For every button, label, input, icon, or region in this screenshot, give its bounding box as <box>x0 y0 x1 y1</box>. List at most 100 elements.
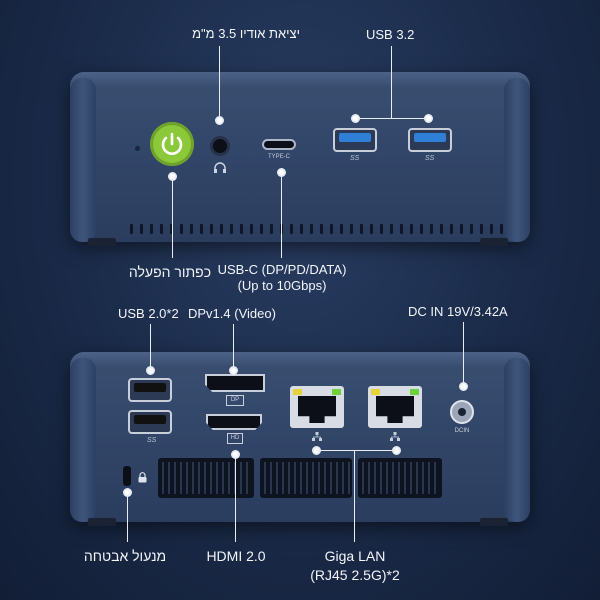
usb20-callout-line <box>150 324 151 370</box>
audio-callout-dot <box>215 116 224 125</box>
hdmi-port[interactable] <box>206 414 262 430</box>
usb32-port-1[interactable] <box>333 128 377 152</box>
usb20-callout-dot <box>146 366 155 375</box>
vent-slat <box>162 462 164 494</box>
dcin-callout-dot <box>459 382 468 391</box>
usbc-callout-line <box>281 176 282 258</box>
vent-slat <box>222 462 224 494</box>
vent-slat <box>386 462 388 494</box>
vent-slat <box>276 462 278 494</box>
usb20-logo: SS <box>147 437 157 444</box>
vent-slat <box>348 462 350 494</box>
vent-slat <box>192 462 194 494</box>
lan-port-2[interactable] <box>368 386 422 428</box>
usb32-callout-dot-2 <box>424 114 433 123</box>
vent-slat <box>210 462 212 494</box>
type-c-label: TYPE-C <box>267 154 290 160</box>
rear-vent-grill-1 <box>158 458 254 498</box>
vent-slat <box>434 462 436 494</box>
rear-foot-right <box>480 518 508 526</box>
audio-label: יציאת אודיו 3.5 מ"מ <box>192 26 300 41</box>
usb20-label: USB 2.0*2 <box>118 306 179 321</box>
rear-foot-left <box>88 518 116 526</box>
vent-slat <box>336 462 338 494</box>
lan-label-line2: (RJ45 2.5G)*2 <box>310 567 400 583</box>
rear-panel-left-side <box>70 358 96 522</box>
front-panel-right-side <box>504 78 530 242</box>
vent-slat <box>422 462 424 494</box>
usb32-callout-dot-1 <box>351 114 360 123</box>
power-icon <box>161 132 183 155</box>
usb20-port-1[interactable] <box>128 378 172 402</box>
vent-slat <box>398 462 400 494</box>
usb32-label: USB 3.2 <box>366 27 415 42</box>
vent-slat <box>368 462 370 494</box>
vent-slat <box>342 462 344 494</box>
power-label: כפתור הפעלה <box>128 264 212 280</box>
vent-slat <box>428 462 430 494</box>
usb32-logo-1: SS <box>350 155 360 162</box>
audio-jack[interactable] <box>210 136 230 156</box>
vent-slat <box>240 462 242 494</box>
dc-in-jack[interactable] <box>450 400 474 424</box>
dp-callout-line <box>233 324 234 370</box>
dcin-callout-label: DC IN 19V/3.42A <box>408 304 508 319</box>
vent-slat <box>270 462 272 494</box>
vent-slat <box>306 462 308 494</box>
vent-slat <box>264 462 266 494</box>
network-icon-2 <box>390 432 400 441</box>
vent-slat <box>324 462 326 494</box>
vent-slat <box>246 462 248 494</box>
vent-slat <box>186 462 188 494</box>
displayport-port[interactable] <box>205 374 265 392</box>
vent-slat <box>288 462 290 494</box>
vent-slat <box>362 462 364 494</box>
dcin-callout-line <box>463 322 464 386</box>
security-lock-slot[interactable] <box>123 466 131 486</box>
vent-slat <box>294 462 296 494</box>
power-callout-line <box>172 180 173 258</box>
dcin-label: DCIN <box>454 428 470 434</box>
rear-vent-grill-2 <box>260 458 352 498</box>
usb32-callout-horizontal <box>355 118 428 119</box>
usb-c-port[interactable] <box>262 139 296 150</box>
headphone-icon <box>214 162 226 173</box>
vent-slat <box>282 462 284 494</box>
audio-callout-line <box>219 46 220 120</box>
front-panel-left-side <box>70 78 96 242</box>
status-led <box>135 146 140 151</box>
vent-slat <box>374 462 376 494</box>
rear-panel-rim <box>70 352 530 366</box>
vent-slat <box>312 462 314 494</box>
vent-slat <box>416 462 418 494</box>
lan-port-1[interactable] <box>290 386 344 428</box>
front-panel-rim <box>70 72 530 86</box>
usbc-label-line1: USB-C (DP/PD/DATA) <box>217 262 347 277</box>
front-panel-device <box>70 72 530 242</box>
vent-slat <box>180 462 182 494</box>
vent-slat <box>204 462 206 494</box>
dp-icon: DP <box>226 395 244 406</box>
vent-slat <box>392 462 394 494</box>
usb32-port-2[interactable] <box>408 128 452 152</box>
dp-label: DPv1.4 (Video) <box>188 306 276 321</box>
lock-label: מנעול אבטחה <box>83 548 167 564</box>
lan-callout-horizontal <box>316 450 396 451</box>
front-foot-left <box>88 238 116 246</box>
lock-icon <box>138 472 147 483</box>
lock-callout-line <box>127 496 128 542</box>
hdmi-label: HDMI 2.0 <box>206 548 266 564</box>
power-button[interactable] <box>150 122 194 166</box>
vent-slat <box>318 462 320 494</box>
rear-panel-right-side <box>504 358 530 522</box>
vent-slat <box>404 462 406 494</box>
usb32-logo-2: SS <box>425 155 435 162</box>
vent-slat <box>300 462 302 494</box>
front-foot-right <box>480 238 508 246</box>
usb20-port-2[interactable] <box>128 410 172 434</box>
rear-vent-grill-3 <box>358 458 442 498</box>
vent-slat <box>410 462 412 494</box>
usbc-label-line2: (Up to 10Gbps) <box>237 278 327 293</box>
vent-slat <box>380 462 382 494</box>
usb32-callout-vertical <box>391 46 392 118</box>
